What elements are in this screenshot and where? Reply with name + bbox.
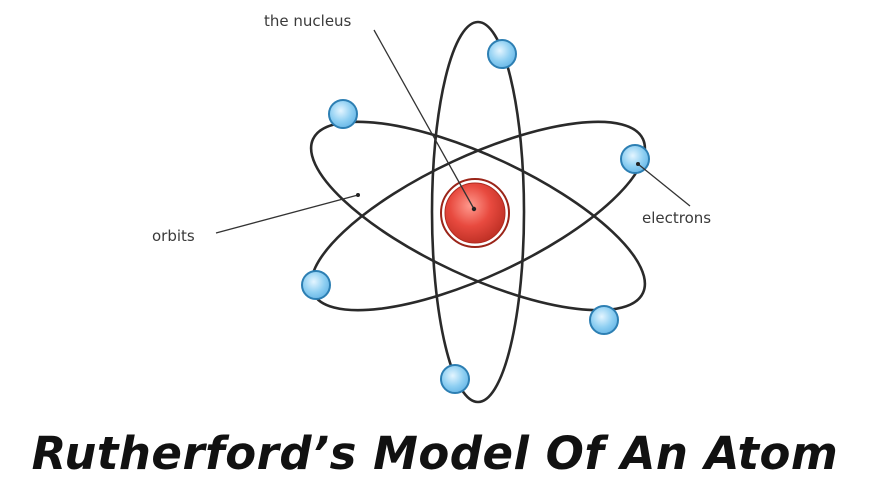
orbit-vertical <box>430 20 526 404</box>
electrons-pointer <box>637 163 691 207</box>
nucleus-pointer-dot <box>471 206 477 212</box>
electron <box>487 39 517 69</box>
nucleus-pointer <box>373 29 475 210</box>
electron <box>328 99 358 129</box>
electron <box>301 270 331 300</box>
orbits-pointer-dot <box>356 193 360 197</box>
orbits-pointer <box>215 194 359 234</box>
electron <box>620 144 650 174</box>
pointer-lines <box>215 29 691 234</box>
orbits-label: orbits <box>152 227 195 245</box>
electrons-label: electrons <box>642 209 711 227</box>
electrons-pointer-dot <box>636 162 640 166</box>
nucleus <box>440 178 510 248</box>
electron <box>589 305 619 335</box>
orbits <box>309 20 647 404</box>
nucleus-label: the nucleus <box>264 12 352 30</box>
electron <box>440 364 470 394</box>
electrons <box>301 39 650 394</box>
diagram-title: Rutherford’s Model Of An Atom <box>31 427 839 480</box>
orbit-descending <box>309 120 647 312</box>
atom-diagram: the nucleus orbits electrons <box>152 12 711 404</box>
